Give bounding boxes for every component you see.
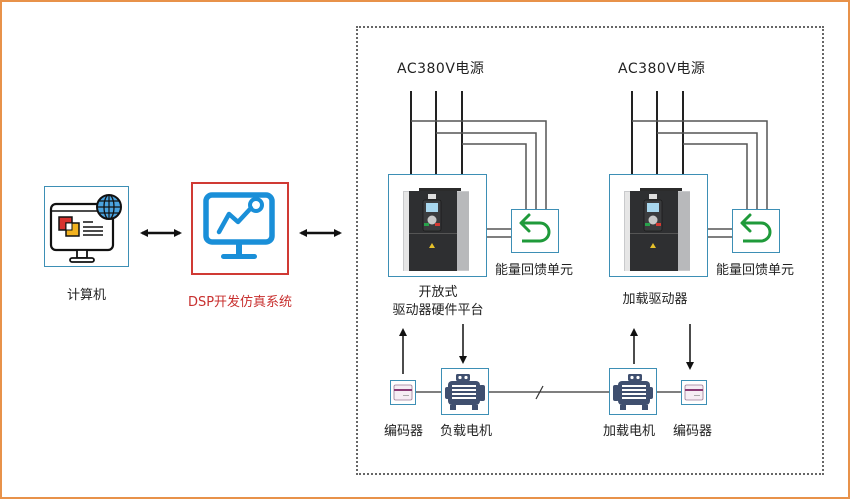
load-motor-label: 负载电机	[440, 424, 493, 439]
left-encoder-box[interactable]	[390, 380, 416, 405]
motor-icon	[445, 374, 485, 410]
right-encoder-label: 编码器	[673, 424, 713, 439]
left-power-wires	[410, 91, 547, 238]
left-feedback-label: 能量回馈单元	[495, 263, 574, 278]
load-motor-box[interactable]	[441, 368, 489, 415]
return-arrow-icon	[740, 213, 772, 243]
encoder-icon	[684, 384, 704, 401]
right-feedback-label: 能量回馈单元	[716, 263, 795, 278]
computer-globe-icon	[49, 194, 122, 263]
loading-motor-label: 加载电机	[603, 424, 656, 439]
inverter-drive-icon	[403, 188, 469, 271]
dsp-system-label: DSP开发仿真系统	[187, 295, 293, 310]
shaft-lines	[416, 385, 681, 400]
right-feedback-box[interactable]	[732, 209, 780, 253]
left-drive-label-line2: 驱动器硬件平台	[392, 303, 484, 318]
test-platform-boundary	[356, 26, 824, 475]
left-power-label: AC380V电源	[397, 61, 485, 77]
right-encoder-box[interactable]	[681, 380, 707, 405]
left-drive-box[interactable]	[388, 174, 487, 277]
right-drive-label: 加载驱动器	[622, 292, 688, 307]
loading-motor-box[interactable]	[609, 368, 657, 415]
computer-box[interactable]	[44, 186, 129, 267]
motor-icon	[613, 374, 653, 410]
left-feedback-box[interactable]	[511, 209, 559, 253]
return-arrow-icon	[519, 213, 551, 243]
right-drive-box[interactable]	[609, 174, 708, 277]
left-encoder-label: 编码器	[384, 424, 424, 439]
left-drive-label-line1: 开放式	[418, 285, 458, 300]
dsp-system-box[interactable]	[191, 182, 289, 275]
computer-label: 计算机	[66, 288, 106, 303]
right-power-wires	[631, 91, 768, 238]
inverter-drive-icon	[624, 188, 690, 271]
monitor-chart-icon	[203, 192, 275, 259]
encoder-icon	[393, 384, 413, 401]
right-power-label: AC380V电源	[618, 61, 706, 77]
